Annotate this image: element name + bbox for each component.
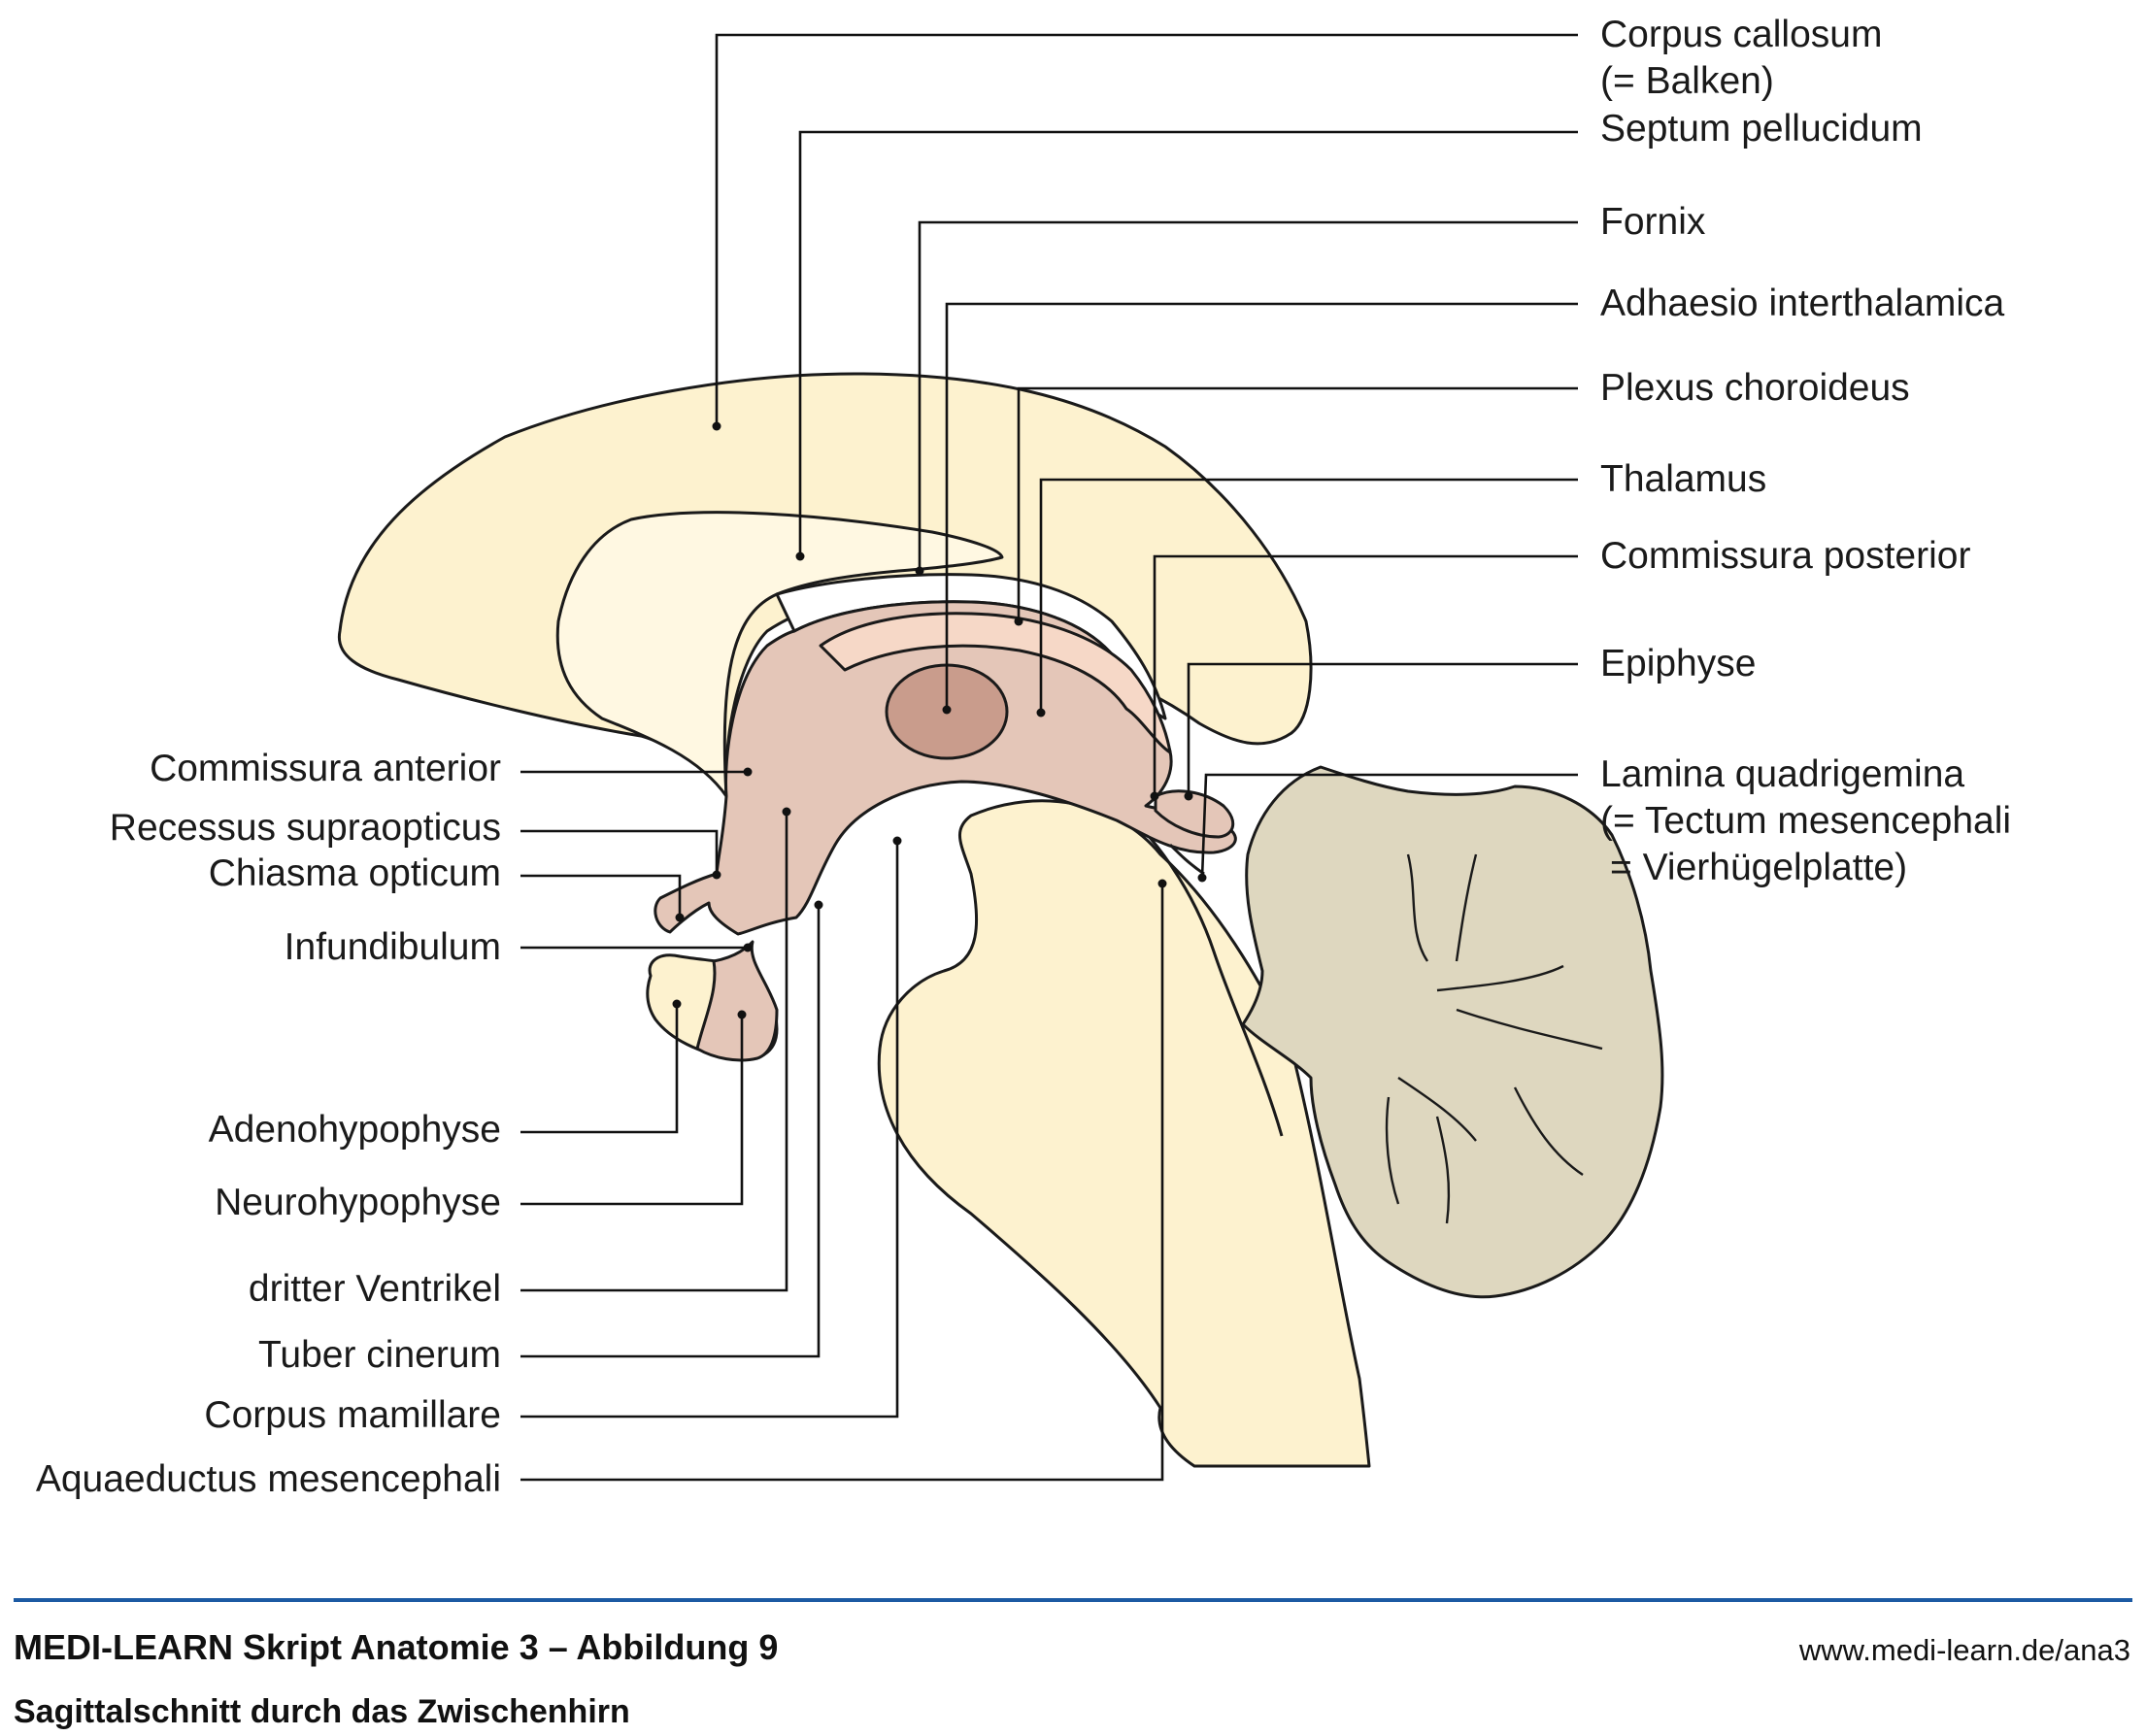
footer-divider — [14, 1598, 2132, 1602]
label-plexus-choroideus: Plexus choroideus — [1600, 367, 1910, 409]
neurohypophysis — [695, 940, 779, 1062]
label-thalamus: Thalamus — [1600, 458, 1766, 500]
label-lamina-quadrigemina-note2: = Vierhügelplatte) — [1610, 847, 1907, 888]
leader-tuber-cinerum — [520, 905, 821, 1358]
leader-thalamus — [1039, 478, 1578, 713]
leader-septum-pellucidum — [798, 130, 1578, 556]
label-epiphyse: Epiphyse — [1600, 643, 1756, 684]
label-aquaeductus-mesencephali: Aquaeductus mesencephali — [36, 1458, 501, 1500]
leader-lamina — [1200, 773, 1578, 879]
label-infundibulum: Infundibulum — [285, 926, 501, 968]
label-corpus-callosum: Corpus callosum — [1600, 14, 1882, 55]
label-recessus-supraopticus: Recessus supraopticus — [110, 807, 501, 849]
label-lamina-quadrigemina-note1: (= Tectum mesencephali — [1600, 800, 2011, 842]
label-commissura-posterior: Commissura posterior — [1600, 535, 1970, 577]
septum-pellucidum — [555, 511, 1004, 798]
leader-neurohypophyse — [520, 1015, 744, 1206]
leader-epiphyse — [1187, 662, 1578, 796]
labels-right: Corpus callosum (= Balken) Septum pelluc… — [1600, 14, 2011, 888]
label-commissura-anterior: Commissura anterior — [150, 748, 501, 789]
brainstem — [877, 799, 1371, 1468]
leader-adhaesio — [945, 302, 1578, 710]
footer-url[interactable]: www.medi-learn.de/ana3 — [1798, 1633, 2130, 1667]
label-fornix: Fornix — [1600, 201, 1706, 243]
leader-corpus-mamillare — [520, 841, 899, 1419]
plexus-choroideus — [819, 612, 1172, 754]
footer-title: MEDI-LEARN Skript Anatomie 3 – Abbildung… — [14, 1627, 779, 1667]
diencephalon-sagittal-diagram: Corpus callosum (= Balken) Septum pelluc… — [36, 14, 2011, 1500]
leader-corpus-callosum — [715, 33, 1578, 426]
leader-fornix — [918, 220, 1578, 571]
label-adenohypophyse: Adenohypophyse — [209, 1109, 501, 1151]
label-chiasma-opticum: Chiasma opticum — [209, 852, 501, 894]
leader-adenohypophyse — [520, 1004, 679, 1134]
label-septum-pellucidum: Septum pellucidum — [1600, 108, 1923, 150]
labels-left: Commissura anterior Recessus supraopticu… — [36, 748, 501, 1500]
leader-chiasma — [520, 874, 682, 918]
leader-aquaeductus — [520, 884, 1164, 1482]
leader-plexus — [1017, 386, 1578, 621]
footer-subtitle: Sagittalschnitt durch das Zwischenhirn — [14, 1693, 630, 1730]
label-lamina-quadrigemina: Lamina quadrigemina — [1600, 753, 1964, 795]
label-corpus-callosum-note: (= Balken) — [1600, 60, 1774, 102]
label-dritter-ventrikel: dritter Ventrikel — [249, 1268, 501, 1310]
label-neurohypophyse: Neurohypophyse — [215, 1182, 501, 1223]
leader-recessus — [520, 829, 719, 875]
label-corpus-mamillare: Corpus mamillare — [204, 1394, 501, 1436]
leader-commissura-posterior — [1153, 554, 1578, 796]
brain-drawing — [337, 372, 1664, 1468]
label-tuber-cinerum: Tuber cinerum — [258, 1334, 501, 1376]
cerebellum — [1241, 765, 1664, 1299]
label-adhaesio-interthalamica: Adhaesio interthalamica — [1600, 283, 2005, 324]
leader-lines — [520, 33, 1578, 1482]
leader-dritter-ventrikel — [520, 812, 788, 1292]
